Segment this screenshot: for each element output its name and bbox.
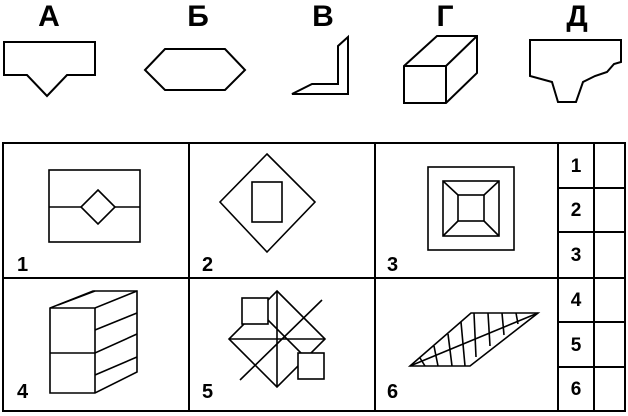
answer-row-number-3: 3: [570, 245, 582, 266]
figure-4: [49, 290, 138, 394]
shape-g: [403, 35, 478, 104]
answer-row-number-4: 4: [570, 290, 582, 311]
answer-row-number-5: 5: [570, 335, 582, 356]
figure-1: [48, 169, 141, 243]
figure-6: [407, 312, 541, 367]
cell-number-5: 5: [202, 381, 214, 403]
answer-table: [557, 142, 626, 412]
answer-row-number-2: 2: [570, 200, 582, 221]
shape-a: [3, 41, 96, 98]
figure-2: [218, 152, 317, 254]
shape-v: [291, 34, 349, 95]
shape-label-a: А: [38, 0, 60, 33]
cell-number-1: 1: [17, 254, 29, 276]
answer-row-number-6: 6: [570, 379, 582, 400]
shape-label-v: В: [312, 0, 334, 33]
figure-grid: [2, 142, 559, 412]
cell-number-4: 4: [17, 381, 29, 403]
shape-label-b: Б: [187, 0, 209, 33]
shape-d: [529, 39, 622, 103]
cell-number-6: 6: [387, 381, 399, 403]
figure-3: [427, 166, 515, 251]
figure-5: [227, 289, 327, 389]
cell-number-2: 2: [202, 254, 214, 276]
shape-label-g: Г: [436, 0, 454, 33]
cell-number-3: 3: [387, 254, 399, 276]
shape-b: [143, 48, 247, 91]
answer-row-number-1: 1: [570, 156, 582, 177]
shape-label-d: Д: [566, 0, 588, 33]
